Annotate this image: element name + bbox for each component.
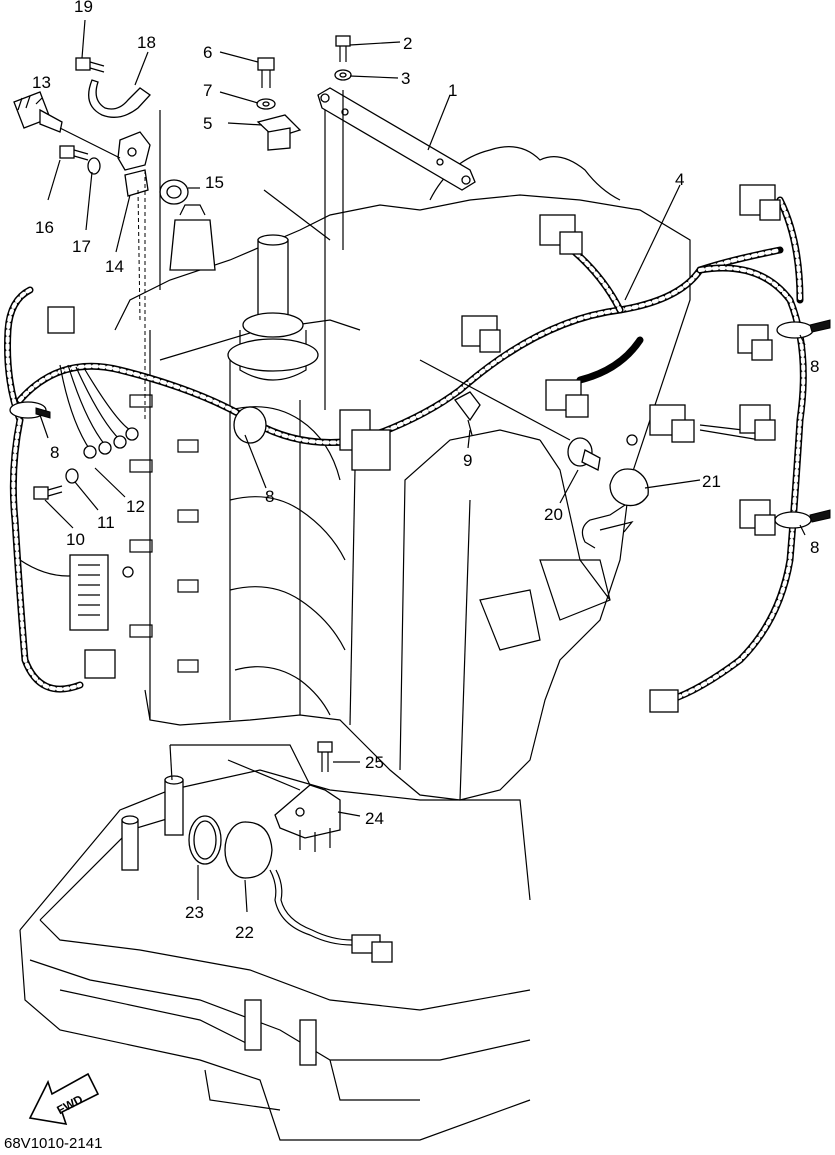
callout-12: 12 (126, 497, 145, 516)
washer-7 (256, 98, 276, 110)
switch-22 (224, 821, 393, 963)
callout-11: 11 (97, 513, 115, 532)
callout-9: 9 (463, 451, 472, 470)
crankshaft-top (169, 204, 319, 381)
callout-14: 14 (105, 257, 124, 276)
bracket-14 (117, 131, 151, 197)
washer-17 (87, 157, 101, 175)
callout-8-right-upper: 8 (810, 357, 819, 376)
leader-lines (35, 19, 806, 913)
bolt-6 (257, 57, 275, 88)
clip-9 (454, 391, 481, 436)
callout-16: 16 (35, 218, 54, 237)
callout-2: 2 (403, 34, 412, 53)
callout-3: 3 (401, 69, 410, 88)
bolt-2 (335, 35, 351, 62)
callout-4: 4 (675, 170, 684, 189)
callout-19: 19 (74, 0, 93, 16)
callout-6: 6 (203, 43, 212, 62)
fwd-label: FWD (54, 1092, 85, 1117)
bolt-16 (59, 145, 89, 161)
bracket-24 (274, 784, 341, 852)
callout-labels: 1 2 3 4 5 6 7 8 8 8 8 9 10 11 12 13 14 1… (32, 0, 819, 942)
callout-20: 20 (544, 505, 563, 524)
sensor-13 (13, 91, 63, 133)
callout-7: 7 (203, 81, 212, 100)
clamp-18 (88, 79, 151, 118)
harness-bands (9, 319, 831, 529)
callout-8-center: 8 (265, 487, 274, 506)
callout-18: 18 (137, 33, 156, 52)
callout-25: 25 (365, 753, 384, 772)
sensor-20 (567, 434, 638, 471)
callout-5: 5 (203, 114, 212, 133)
callout-10: 10 (66, 530, 85, 549)
part-code: 68V1010-2141 (4, 1135, 102, 1152)
harness-connectors (47, 184, 781, 713)
grommet-15 (159, 179, 189, 205)
washer-3 (334, 69, 352, 81)
washer-11 (65, 468, 79, 484)
bracket-1 (317, 87, 476, 191)
holder-5 (256, 114, 302, 151)
callout-24: 24 (365, 809, 384, 828)
cap-21 (581, 468, 649, 549)
fwd-arrow: FWD (28, 1072, 100, 1126)
callout-15: 15 (205, 173, 224, 192)
callout-1: 1 (448, 81, 457, 100)
bolt-25 (317, 741, 333, 772)
callout-22: 22 (235, 923, 254, 942)
callout-8-left: 8 (50, 443, 59, 462)
bolt-19 (75, 57, 105, 73)
ground-bolt-10 (33, 485, 63, 500)
callout-21: 21 (702, 472, 721, 491)
callout-8-right-lower: 8 (810, 538, 819, 557)
bottom-cowling (19, 769, 531, 1141)
callout-23: 23 (185, 903, 204, 922)
seal-23 (188, 815, 222, 865)
callout-17: 17 (72, 237, 91, 256)
wire-harness (4, 196, 807, 704)
ring-terminals (83, 427, 139, 578)
callout-13: 13 (32, 73, 51, 92)
